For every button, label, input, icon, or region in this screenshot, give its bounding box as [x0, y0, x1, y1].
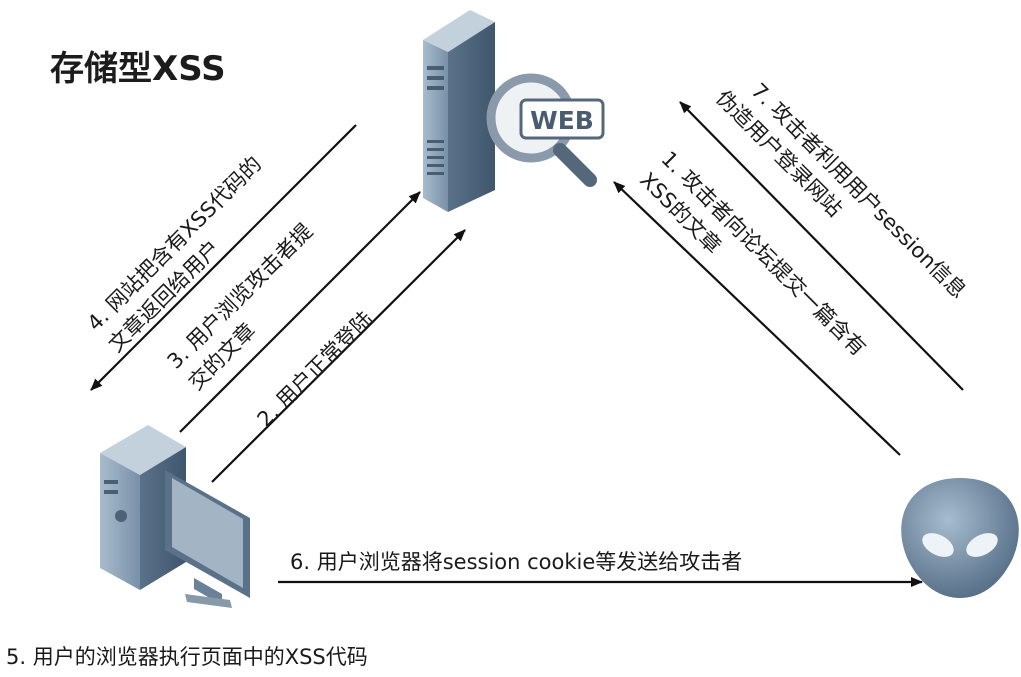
arrow-step4: [90, 124, 357, 391]
web-server-icon: WEB: [423, 10, 605, 212]
step5-label: 5. 用户的浏览器执行页面中的XSS代码: [6, 645, 368, 669]
attacker-alien-icon: [901, 478, 1019, 598]
diagram-title: 存储型XSS: [50, 49, 226, 89]
arrow-step2: [211, 229, 466, 483]
arrow-step1: [613, 181, 901, 456]
step4-label: 4. 网站把含有XSS代码的 文章返回给用户: [83, 152, 267, 357]
user-computer-icon: [100, 425, 250, 608]
step6-label: 6. 用户浏览器将session cookie等发送给攻击者: [290, 550, 742, 574]
arrow-step7: [679, 101, 964, 391]
arrow-step3: [179, 191, 421, 433]
step7-label: 7. 攻击者利用用户session信息 伪造用户登录网站: [711, 79, 971, 303]
svg-text:2. 用户正常登陆: 2. 用户正常登陆: [253, 307, 378, 432]
step2-label: 2. 用户正常登陆: [253, 307, 378, 432]
web-badge-label: WEB: [530, 106, 594, 135]
